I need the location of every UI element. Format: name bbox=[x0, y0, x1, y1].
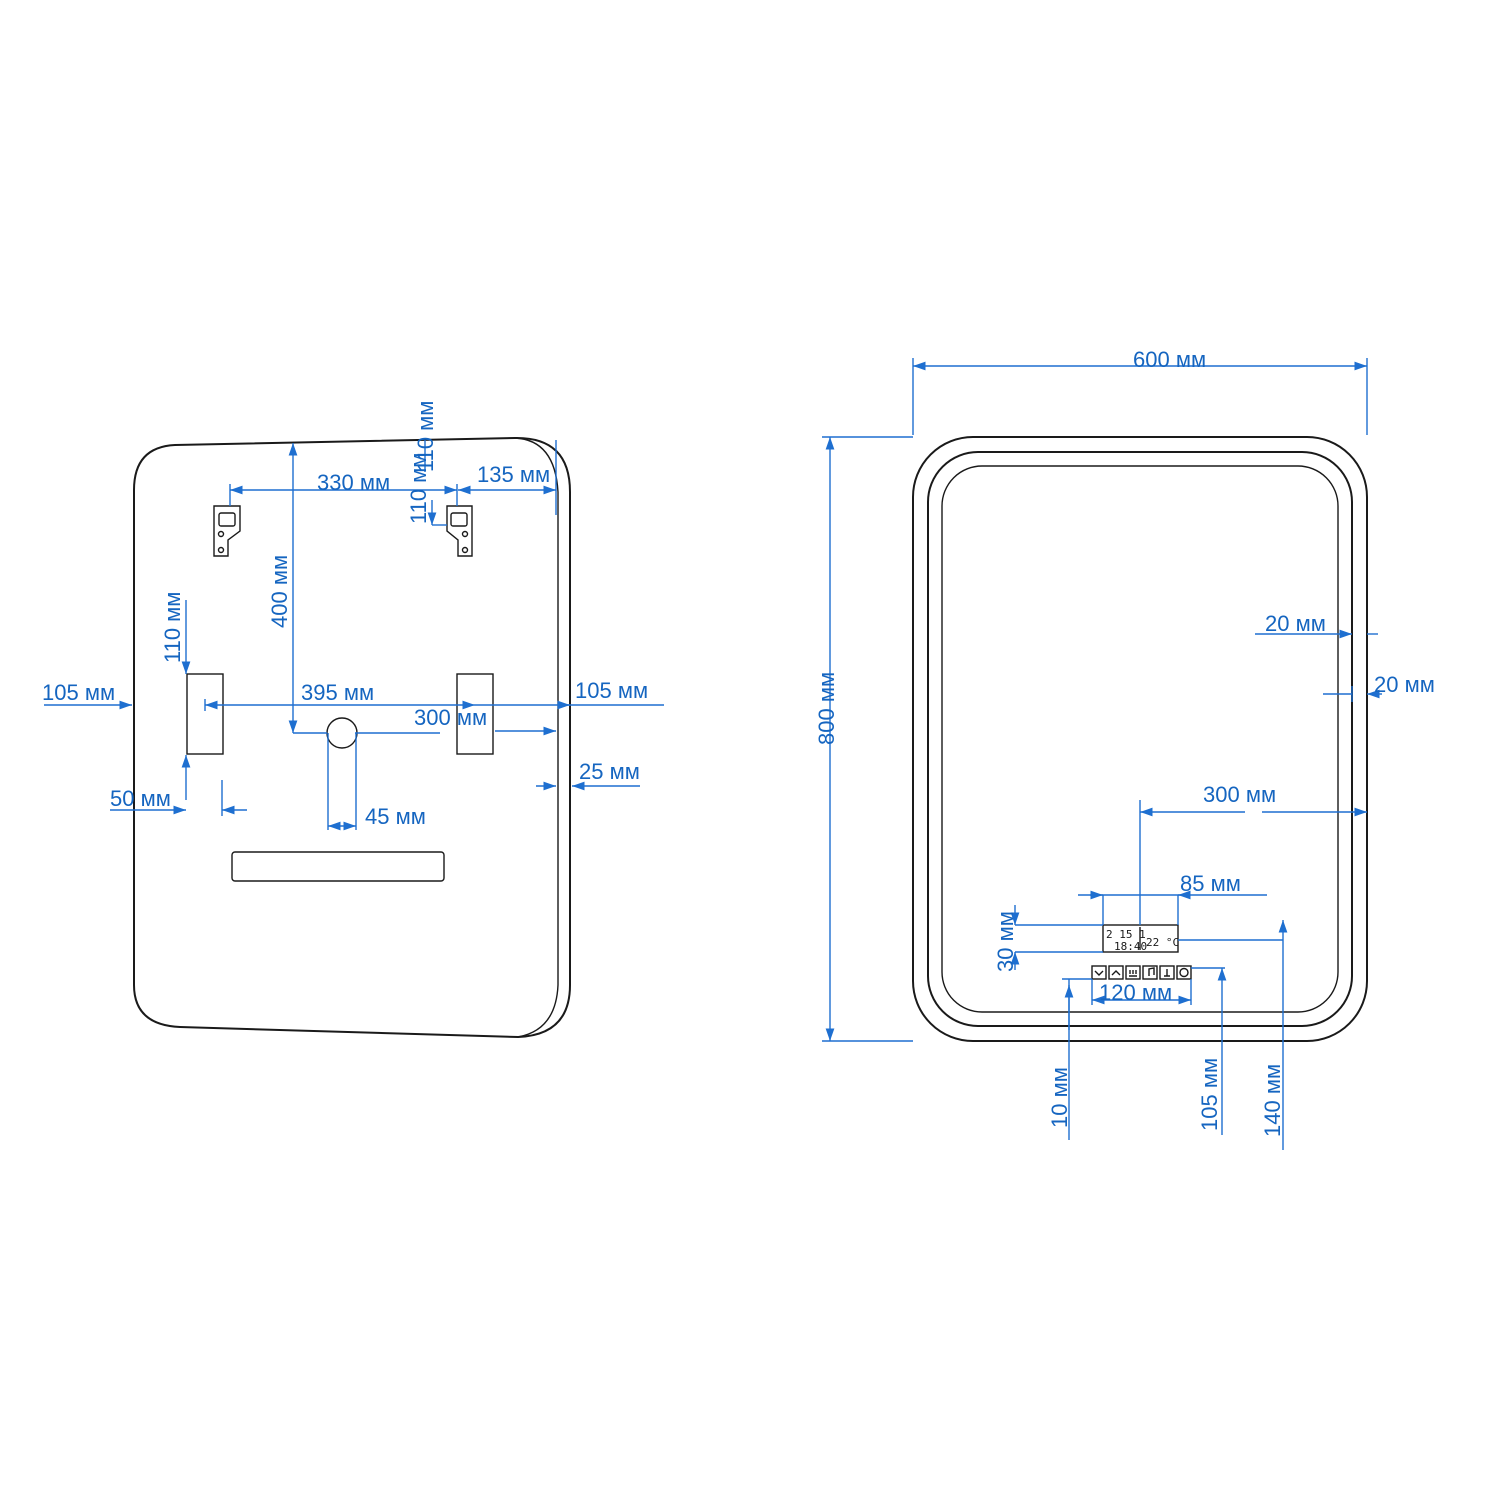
label-600: 600 мм bbox=[1133, 347, 1206, 372]
label-105-right: 105 мм bbox=[575, 678, 648, 703]
label-105-left: 105 мм bbox=[42, 680, 115, 705]
label-800: 800 мм bbox=[814, 672, 839, 745]
label-135: 135 мм bbox=[477, 462, 550, 487]
label-110-top: 110 мм bbox=[413, 401, 438, 472]
hook-left bbox=[213, 505, 241, 557]
label-30: 30 мм bbox=[993, 911, 1018, 972]
label-105-front: 105 мм bbox=[1197, 1058, 1222, 1131]
music-note-icon bbox=[1148, 967, 1155, 976]
label-400: 400 мм bbox=[267, 555, 292, 628]
back-panel-edge bbox=[514, 437, 559, 1038]
power-button[interactable] bbox=[1176, 965, 1192, 980]
label-20-a: 20 мм bbox=[1265, 611, 1326, 636]
label-120: 120 мм bbox=[1099, 980, 1172, 1005]
music-button[interactable] bbox=[1142, 965, 1158, 980]
back-panel-outline bbox=[133, 436, 571, 1039]
heater-strip bbox=[231, 851, 445, 882]
mount-block-right bbox=[456, 673, 494, 755]
front-dimensions bbox=[822, 358, 1382, 1150]
cable-hole bbox=[326, 717, 358, 749]
back-view: 330 мм 110 мм 110 мм 135 мм 400 мм 110 м… bbox=[42, 401, 664, 1039]
chevron-down-button[interactable] bbox=[1091, 965, 1107, 980]
display-time: 18:40 bbox=[1114, 940, 1147, 953]
power-icon bbox=[1179, 967, 1189, 978]
heater-icon bbox=[1129, 970, 1137, 977]
label-10: 10 мм bbox=[1047, 1067, 1072, 1128]
clock-display: 2 15 1 18:40 22 °C bbox=[1102, 924, 1179, 953]
label-395: 395 мм bbox=[301, 680, 374, 705]
display-temp: 22 °C bbox=[1146, 936, 1179, 949]
mirror-outer-frame bbox=[912, 436, 1368, 1042]
label-50: 50 мм bbox=[110, 786, 171, 811]
label-110-left: 110 мм bbox=[160, 592, 185, 663]
mirror-light-ring bbox=[927, 451, 1353, 1027]
label-20-b: 20 мм bbox=[1374, 672, 1435, 697]
chevron-up-icon bbox=[1111, 970, 1121, 976]
label-140: 140 мм bbox=[1260, 1064, 1285, 1137]
back-dimensions bbox=[44, 440, 664, 831]
chevron-up-button[interactable] bbox=[1108, 965, 1124, 980]
light-button[interactable] bbox=[1159, 965, 1175, 980]
label-85: 85 мм bbox=[1180, 871, 1241, 896]
display-date: 2 15 1 bbox=[1106, 928, 1146, 941]
mirror-inner-glass bbox=[941, 465, 1339, 1013]
mount-block-left bbox=[186, 673, 224, 755]
label-110-hook: 110 мм bbox=[406, 453, 431, 524]
label-25: 25 мм bbox=[579, 759, 640, 784]
lamp-icon bbox=[1164, 969, 1170, 977]
label-330: 330 мм bbox=[317, 470, 390, 495]
label-300-front: 300 мм bbox=[1203, 782, 1276, 807]
label-45: 45 мм bbox=[365, 804, 426, 829]
chevron-down-icon bbox=[1094, 970, 1104, 976]
hook-right bbox=[446, 505, 473, 557]
touch-buttons bbox=[1091, 965, 1192, 980]
heater-button[interactable] bbox=[1125, 965, 1141, 980]
front-view: 2 15 1 18:40 22 °C bbox=[814, 347, 1435, 1150]
label-300-back: 300 мм bbox=[414, 705, 487, 730]
